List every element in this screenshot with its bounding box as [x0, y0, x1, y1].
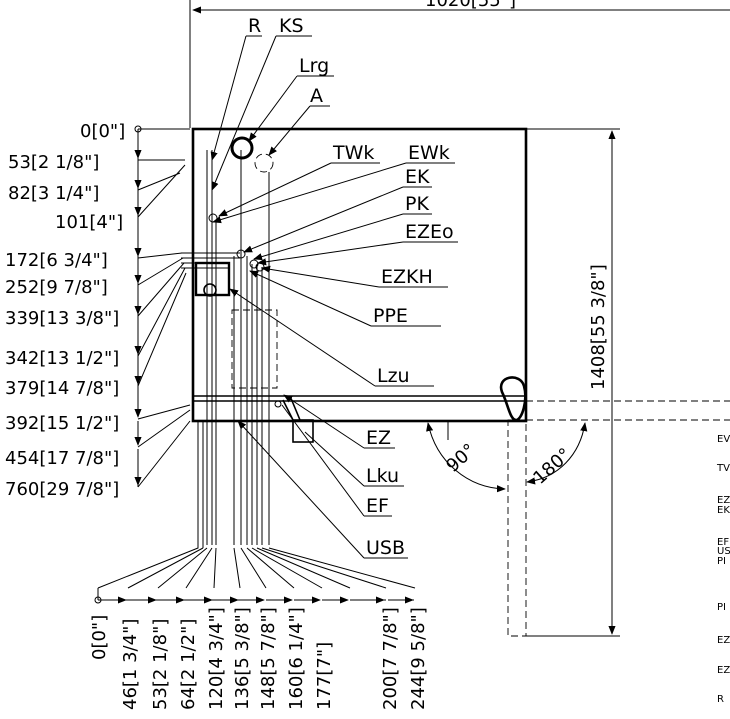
side-label: EV [717, 434, 730, 445]
left-dim-11: 760[29 7/8"] [5, 479, 119, 500]
side-label: PI [717, 602, 726, 613]
left-dim-10: 454[17 7/8"] [5, 448, 119, 469]
callout-r: R [248, 15, 261, 37]
bottom-dim-6: 148[5 7/8"] [258, 607, 279, 710]
bottom-dim-7: 160[6 1/4"] [286, 607, 307, 710]
left-dim-8: 379[14 7/8"] [5, 378, 119, 399]
left-dim-0: 0[0"] [80, 121, 125, 142]
angle-180-label: 180° [529, 444, 575, 489]
door-swing: 90° 180° [426, 400, 730, 637]
bottom-dim-8: 177[7"] [314, 642, 335, 710]
callout-twk: TWk [332, 142, 374, 164]
callout-ef: EF [366, 495, 389, 517]
left-dim-5: 252[9 7/8"] [5, 277, 108, 298]
callout-ezeo: EZEo [405, 221, 454, 243]
callout-lzu: Lzu [377, 365, 410, 387]
callout-lku: Lku [366, 465, 399, 487]
side-label: PI [717, 556, 726, 567]
side-label: EK [717, 505, 730, 516]
bottom-dimension-chain: 0[0"] 46[1 3/4"] 53[2 1/8"] 64[2 1/2"] 1… [89, 420, 429, 710]
left-dim-6: 339[13 3/8"] [5, 308, 119, 329]
side-label: TV [716, 463, 730, 474]
callout-ek: EK [405, 166, 430, 188]
side-label: R [717, 694, 724, 705]
side-legend: EV TV EZ EK EF US PI PI EZ EZ R [716, 434, 730, 705]
top-dimension-label: 1020[55"] [425, 0, 516, 11]
callout-a: A [310, 85, 323, 107]
top-dimension: 1020[55"] [189, 0, 730, 128]
side-label: EZ [717, 665, 730, 676]
callout-ewk: EWk [408, 142, 450, 164]
callouts: R KS Lrg A TWk EWk EK PK EZEo EZKH PPE [210, 15, 458, 559]
bottom-dim-4: 120[4 3/4"] [206, 607, 227, 710]
left-dimension-chain: 0[0"] 53[2 1/8"] 82[3 1/4"] 101[4"] 172[… [5, 121, 191, 500]
left-dim-2: 82[3 1/4"] [8, 183, 99, 204]
side-label: EZ [717, 635, 730, 646]
side-label: EZ [717, 495, 730, 506]
left-dim-9: 392[15 1/2"] [5, 413, 119, 434]
left-dim-7: 342[13 1/2"] [5, 348, 119, 369]
side-label: US [717, 546, 730, 557]
callout-pk: PK [405, 193, 429, 215]
bottom-dim-1: 46[1 3/4"] [120, 619, 141, 710]
bottom-dim-2: 53[2 1/8"] [150, 619, 171, 710]
bottom-dim-5: 136[5 3/8"] [232, 607, 253, 710]
side-label: EF [717, 537, 729, 548]
callout-lrg: Lrg [299, 55, 329, 77]
appliance-outline [181, 127, 528, 545]
bottom-dim-3: 64[2 1/2"] [178, 619, 199, 710]
callout-ezkh: EZKH [381, 266, 433, 288]
left-dim-3: 101[4"] [55, 212, 123, 233]
bottom-dim-9: 200[7 7/8"] [380, 607, 401, 710]
angle-90-label: 90° [442, 440, 480, 477]
left-dim-1: 53[2 1/8"] [8, 152, 99, 173]
callout-ks: KS [279, 15, 304, 37]
callout-ppe: PPE [373, 305, 408, 327]
height-dimension-label: 1408[55 3/8"] [588, 264, 609, 390]
bottom-dim-10: 244[9 5/8"] [408, 607, 429, 710]
left-dim-4: 172[6 3/4"] [5, 250, 108, 271]
callout-usb: USB [366, 537, 405, 559]
height-dimension: 1408[55 3/8"] [526, 128, 620, 637]
bottom-dim-0: 0[0"] [89, 615, 110, 660]
callout-ez: EZ [366, 427, 391, 449]
